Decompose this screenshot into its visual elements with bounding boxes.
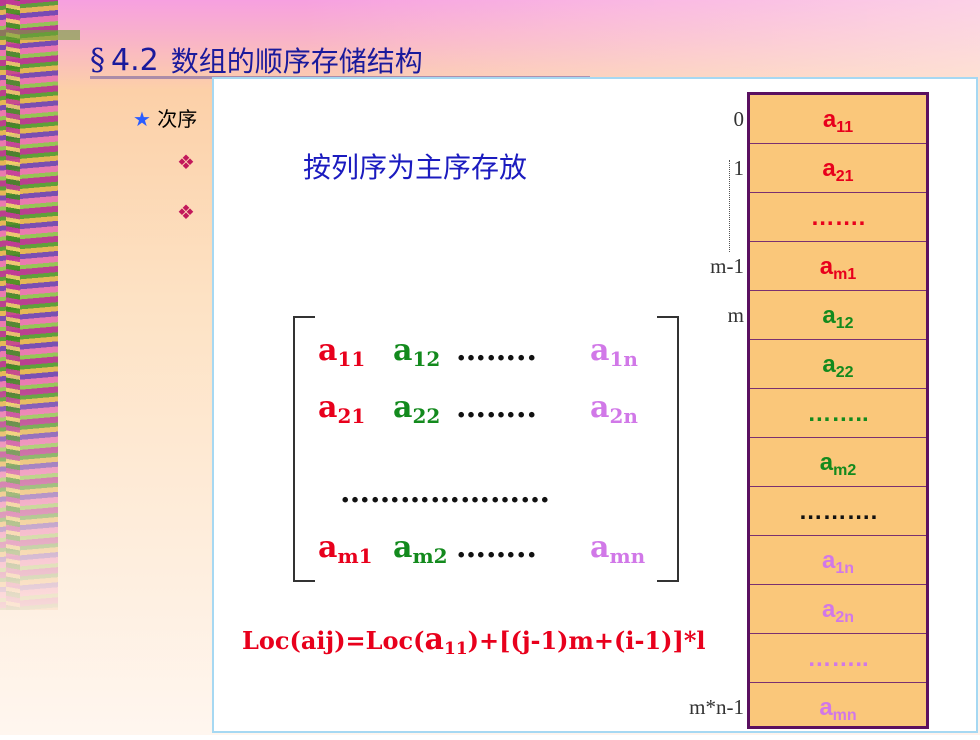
memory-cell: …….. <box>750 634 926 683</box>
matrix-cell: a22 <box>393 390 441 428</box>
sub-bullet-icon: ❖ <box>177 150 195 174</box>
matrix-cell: am1 <box>318 530 373 568</box>
matrix-cell: am2 <box>393 530 448 568</box>
matrix-cell: …….. <box>456 333 537 368</box>
bullet-item: ★ 次序 <box>133 103 197 132</box>
matrix-left-bracket <box>293 316 315 582</box>
formula-sub: 11 <box>443 639 468 659</box>
matrix-cell: a21 <box>318 390 366 428</box>
sub-bullet-icon: ❖ <box>177 200 195 224</box>
memory-index-label: 1 <box>733 156 745 180</box>
slide-title: § 4.2 数组的顺序存储结构 <box>90 40 423 80</box>
memory-cell: a2n <box>750 585 926 634</box>
memory-cell: ……. <box>750 193 926 242</box>
memory-cell: a11 <box>750 95 926 144</box>
memory-index-label: 0 <box>733 107 745 131</box>
memory-index-label: m-1 <box>710 254 744 278</box>
matrix-cell: a12 <box>393 333 441 371</box>
matrix-cell: …….. <box>456 530 537 565</box>
panel-heading: 按列序为主序存放 <box>303 151 528 184</box>
memory-cell: am2 <box>750 438 926 487</box>
formula-a: a <box>424 622 444 657</box>
index-dotted-line <box>729 160 730 252</box>
bullet-text: 次序 <box>157 107 198 131</box>
matrix-cell: …….. <box>456 390 537 425</box>
section-symbol: § <box>90 42 105 78</box>
section-number: 4.2 <box>111 42 159 78</box>
matrix-cell: a11 <box>318 333 366 371</box>
title-text: 数组的顺序存储结构 <box>170 45 423 78</box>
matrix-cell: ………………… <box>340 475 550 510</box>
matrix-right-bracket <box>657 316 679 582</box>
memory-cell: amn <box>819 694 857 724</box>
memory-cell: am1 <box>750 242 926 291</box>
memory-cell: a12 <box>750 291 926 340</box>
memory-cell: …….. <box>750 389 926 438</box>
formula-prefix: Loc(aij)=Loc( <box>242 626 425 655</box>
memory-cell: ………. <box>750 487 926 536</box>
star-icon: ★ <box>133 107 151 131</box>
memory-cell: a22 <box>750 340 926 389</box>
matrix-cell: a1n <box>590 333 638 371</box>
memory-index-label: m <box>727 303 744 327</box>
memory-cell: a21 <box>750 144 926 193</box>
matrix-cell: a2n <box>590 390 638 428</box>
memory-cell: a1n <box>750 536 926 585</box>
address-formula: Loc(aij)=Loc(a11)+[(j-1)m+(i-1)]*l <box>242 622 706 659</box>
matrix-cell: amn <box>590 530 646 568</box>
formula-suffix: )+[(j-1)m+(i-1)]*l <box>467 626 706 655</box>
memory-index-label: m*n-1 <box>689 695 744 719</box>
decorative-strip-fade <box>0 380 58 610</box>
decorative-bar <box>0 30 80 40</box>
